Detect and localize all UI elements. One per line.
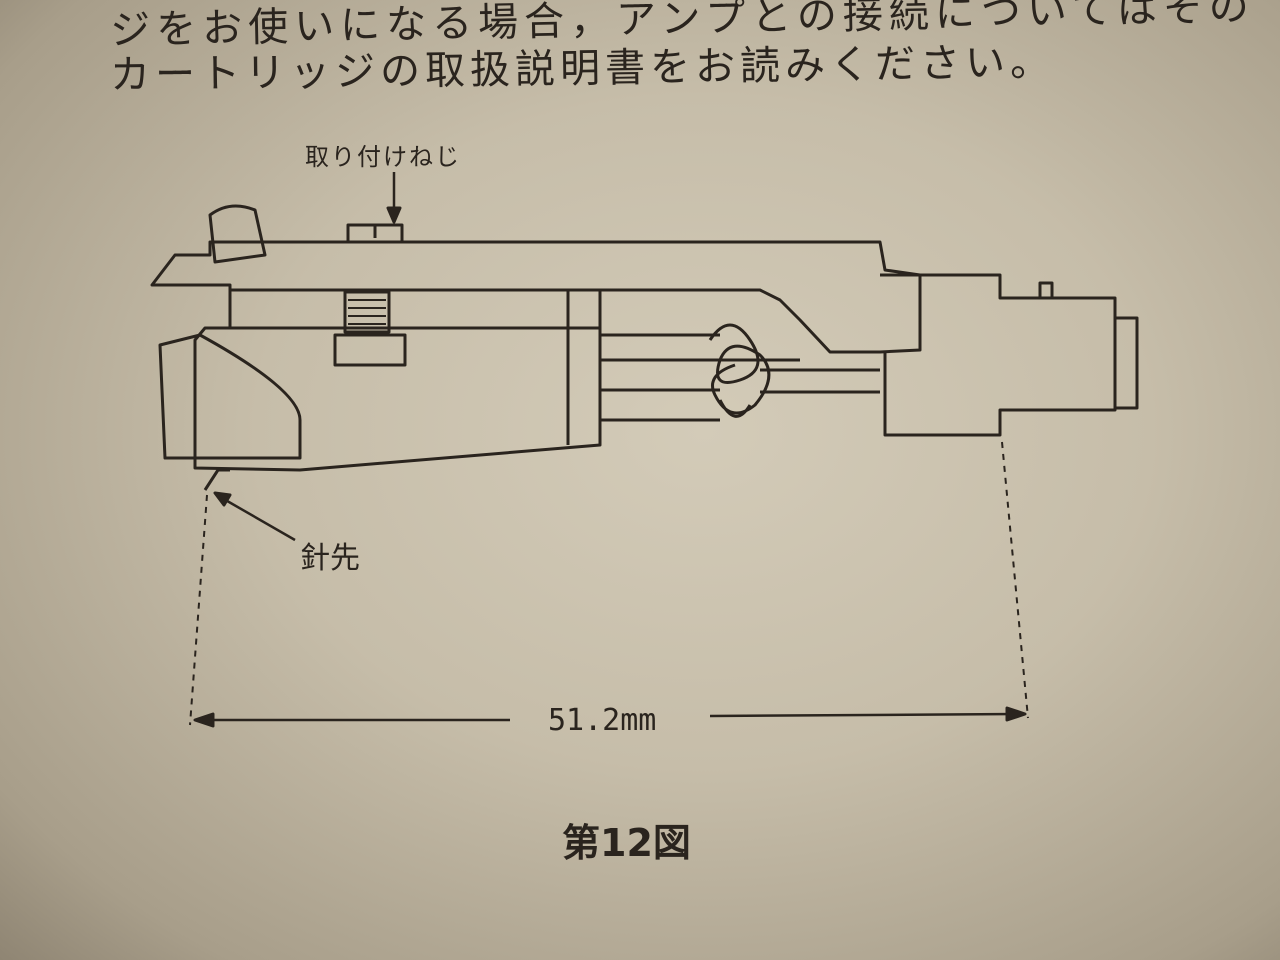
finger-lift [208, 204, 267, 264]
cartridge-body [193, 326, 602, 472]
figure-caption: 第12図 [562, 821, 691, 865]
stylus-arrow [221, 496, 296, 542]
stylus [203, 468, 230, 491]
dimension-label: 51.2mm [548, 703, 657, 738]
mounting-screw-label: 取り付けねじ [305, 143, 461, 171]
headshell-connector [880, 273, 1117, 437]
dimension-line-right [709, 712, 1026, 718]
stylus-guard [158, 333, 302, 460]
headshell-arm [150, 240, 922, 354]
nut [333, 333, 407, 367]
screw-thread [343, 290, 391, 334]
stylus-tip-label: 針先 [300, 541, 360, 576]
wire-coil [708, 323, 771, 418]
